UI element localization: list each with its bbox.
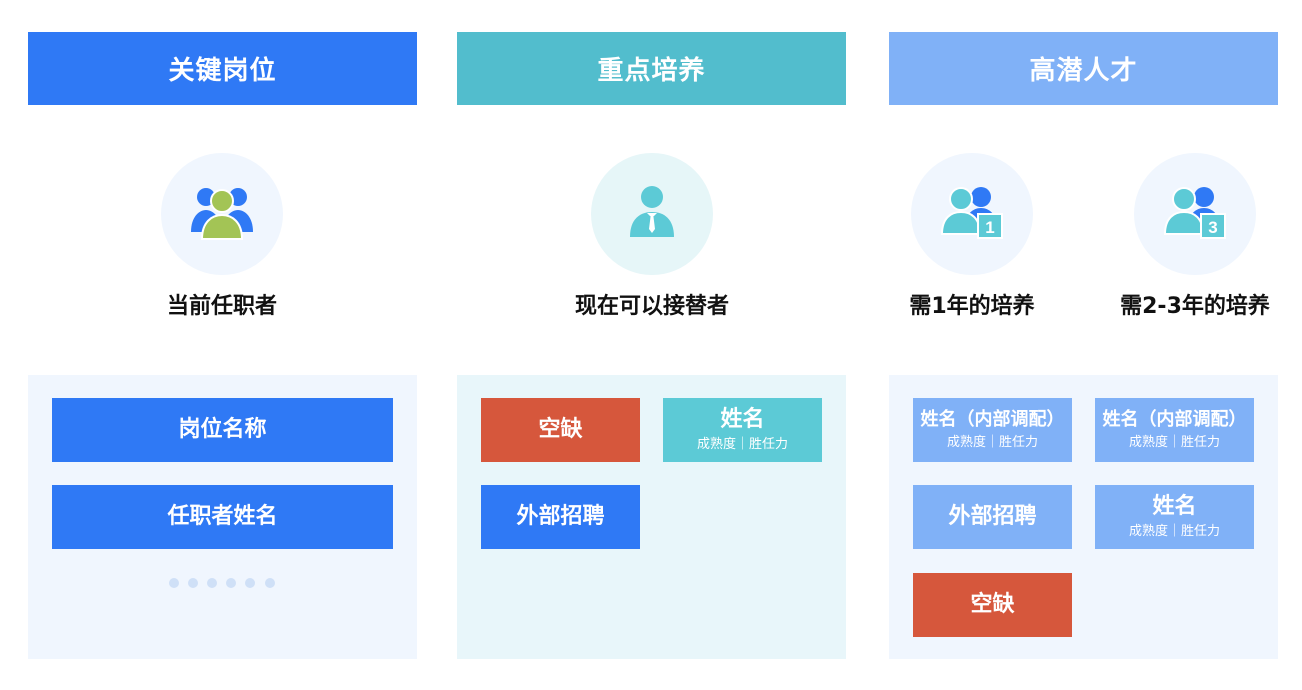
box-sublabel: 成熟度｜胜任力	[1128, 435, 1220, 450]
box-label: 空缺	[970, 592, 1015, 617]
pagination-dot	[207, 578, 217, 588]
box-candidate-name: 姓名 成熟度｜胜任力	[1095, 485, 1254, 549]
caption-two-three-years-training: 需2-3年的培养	[1120, 294, 1270, 319]
box-label: 岗位名称	[178, 417, 267, 442]
box-sublabel: 成熟度｜胜任力	[946, 435, 1038, 450]
icon-circle-successor	[591, 153, 713, 275]
box-internal-transfer: 姓名（内部调配） 成熟度｜胜任力	[1095, 398, 1254, 462]
box-label: 空缺	[538, 417, 583, 442]
icon-circle-two-three-years: 3	[1134, 153, 1256, 275]
pagination-dot	[226, 578, 236, 588]
pagination-dot	[188, 578, 198, 588]
box-candidate-name: 姓名 成熟度｜胜任力	[663, 398, 822, 462]
pagination-dot	[265, 578, 275, 588]
box-vacant: 空缺	[481, 398, 640, 462]
box-vacant: 空缺	[913, 573, 1072, 637]
box-label: 外部招聘	[948, 504, 1037, 529]
box-sublabel: 成熟度｜胜任力	[696, 437, 788, 452]
pagination-dot	[169, 578, 179, 588]
box-position-name: 岗位名称	[52, 398, 393, 462]
box-label: 任职者姓名	[167, 504, 278, 529]
box-incumbent-name: 任职者姓名	[52, 485, 393, 549]
box-external-hire: 外部招聘	[481, 485, 640, 549]
header-key-positions: 关键岗位	[28, 32, 417, 105]
icon-circle-one-year: 1	[911, 153, 1033, 275]
users-badge-3-icon: 3	[1163, 184, 1227, 244]
box-external-hire: 外部招聘	[913, 485, 1072, 549]
box-label: 姓名（内部调配）	[920, 409, 1065, 430]
box-label: 姓名	[720, 407, 765, 432]
pagination-dot	[245, 578, 255, 588]
header-high-potential: 高潜人才	[889, 32, 1278, 105]
box-internal-transfer: 姓名（内部调配） 成熟度｜胜任力	[913, 398, 1072, 462]
box-label: 姓名（内部调配）	[1102, 409, 1247, 430]
box-label: 姓名	[1152, 494, 1197, 519]
caption-ready-successor: 现在可以接替者	[574, 294, 729, 319]
employee-tie-icon	[628, 185, 676, 243]
box-sublabel: 成熟度｜胜任力	[1128, 524, 1220, 539]
box-label: 外部招聘	[516, 504, 605, 529]
header-key-training: 重点培养	[457, 32, 846, 105]
icon-circle-current	[161, 153, 283, 275]
badge-number: 3	[1208, 218, 1217, 237]
badge-number: 1	[985, 218, 994, 237]
caption-one-year-training: 需1年的培养	[909, 294, 1035, 319]
caption-current-incumbent: 当前任职者	[166, 294, 277, 319]
users-badge-1-icon: 1	[940, 184, 1004, 244]
group-users-icon	[190, 184, 254, 244]
